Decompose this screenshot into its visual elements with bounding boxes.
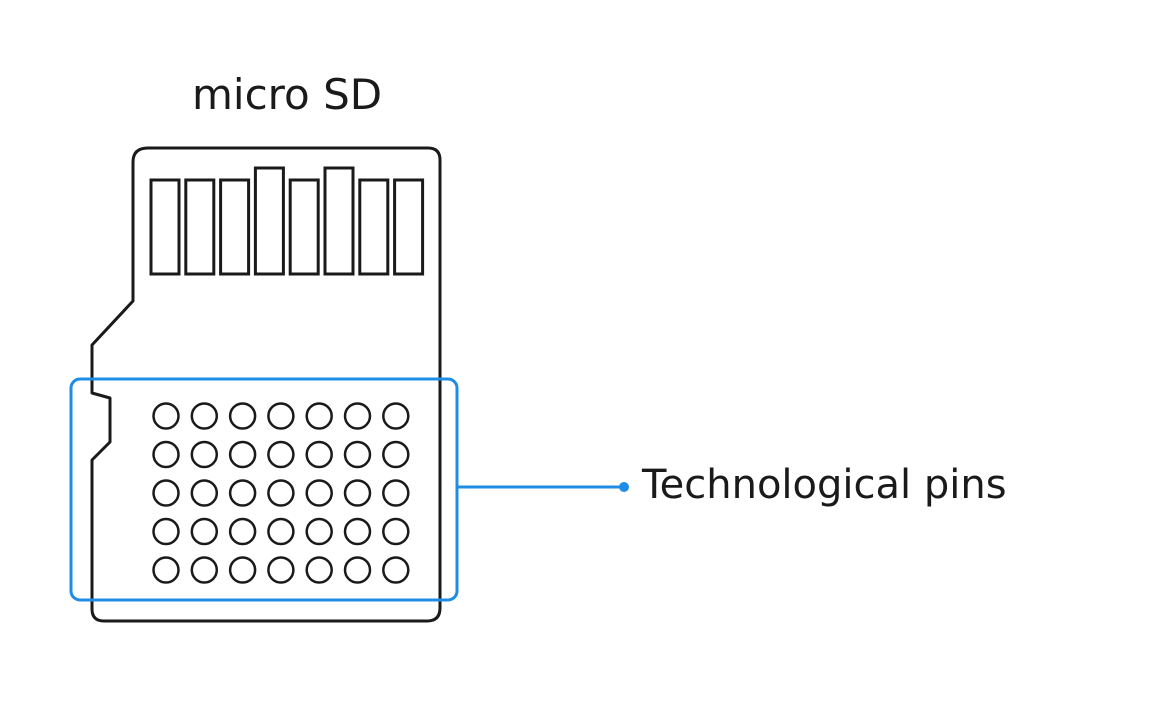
diagram-title: micro SD bbox=[192, 70, 383, 119]
circle-pin-icon bbox=[267, 556, 295, 584]
circle-pin-icon bbox=[382, 402, 410, 430]
contacts-group bbox=[149, 166, 425, 276]
micro-sd-card-outline bbox=[90, 146, 442, 623]
circle-pin-icon bbox=[152, 556, 180, 584]
callout-dot bbox=[619, 482, 629, 492]
circle-pin-icon bbox=[228, 479, 257, 507]
circle-pin-icon bbox=[305, 440, 333, 469]
circle-pin-icon bbox=[190, 556, 219, 584]
circle-pin-icon bbox=[228, 440, 257, 469]
circle-pin-icon bbox=[152, 402, 180, 430]
circle-pin-icon bbox=[228, 517, 257, 546]
circle-pin-icon bbox=[190, 479, 219, 507]
circle-pin-icon bbox=[190, 440, 219, 469]
contact-pad-2 bbox=[184, 178, 216, 276]
circle-pin-icon bbox=[382, 479, 410, 507]
circle-pin-icon bbox=[343, 440, 372, 469]
circle-pin-icon bbox=[267, 517, 295, 546]
pin-grid bbox=[152, 402, 410, 584]
circle-pin-icon bbox=[343, 479, 372, 507]
contact-pad-8 bbox=[393, 178, 425, 276]
contact-pad-6 bbox=[323, 166, 355, 276]
contact-pad-3 bbox=[219, 178, 251, 276]
circle-pin-icon bbox=[382, 556, 410, 584]
circle-pin-icon bbox=[190, 402, 219, 430]
pins-highlight-box bbox=[69, 377, 459, 602]
circle-pin-icon bbox=[343, 517, 372, 546]
circle-pin-icon bbox=[343, 402, 372, 430]
circle-pin-icon bbox=[305, 556, 333, 584]
circle-pin-icon bbox=[305, 479, 333, 507]
contact-pad-1 bbox=[149, 178, 181, 276]
circle-pin-icon bbox=[382, 517, 410, 546]
circle-pin-icon bbox=[152, 440, 180, 469]
circle-pin-icon bbox=[267, 479, 295, 507]
callout-label: Technological pins bbox=[642, 462, 1007, 508]
circle-pin-icon bbox=[305, 402, 333, 430]
circle-pin-icon bbox=[152, 517, 180, 546]
circle-pin-icon bbox=[228, 402, 257, 430]
circle-pin-icon bbox=[228, 556, 257, 584]
contact-pad-7 bbox=[358, 178, 390, 276]
circle-pin-icon bbox=[267, 402, 295, 430]
circle-pin-icon bbox=[305, 517, 333, 546]
circle-pin-icon bbox=[382, 440, 410, 469]
contact-pad-4 bbox=[253, 166, 285, 276]
circle-pin-icon bbox=[267, 440, 295, 469]
contact-pad-5 bbox=[288, 178, 320, 276]
circle-pin-icon bbox=[190, 517, 219, 546]
circle-pin-icon bbox=[152, 479, 180, 507]
circle-pin-icon bbox=[343, 556, 372, 584]
